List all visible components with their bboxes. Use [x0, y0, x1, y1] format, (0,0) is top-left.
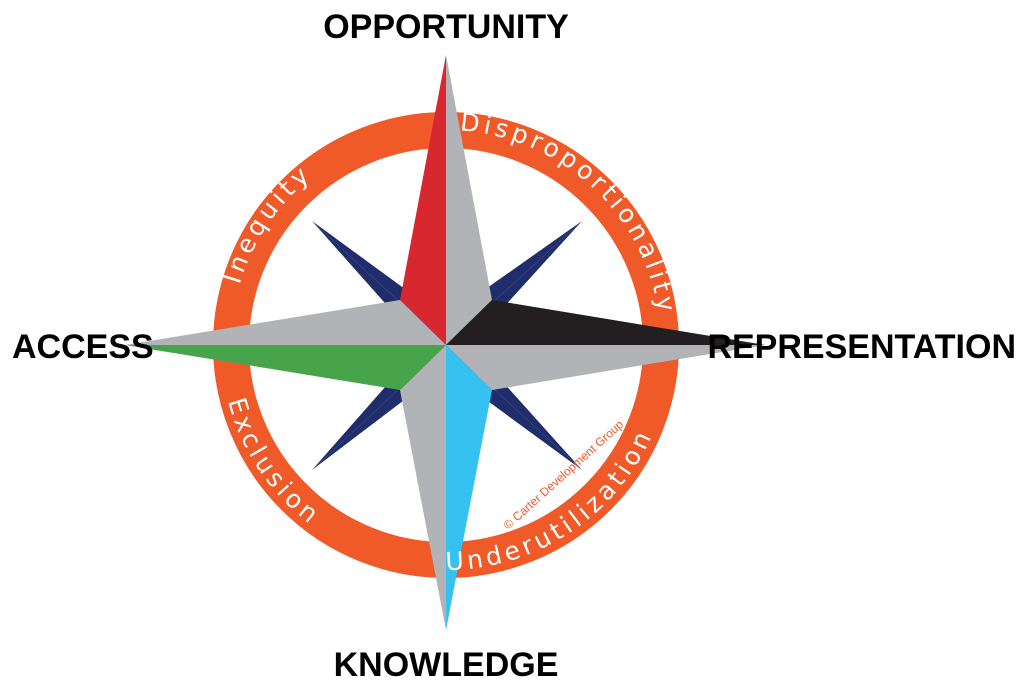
south-point-accent	[446, 345, 492, 630]
label-knowledge: KNOWLEDGE	[334, 646, 559, 684]
west-point-accent	[125, 345, 446, 390]
label-access: ACCESS	[12, 328, 154, 366]
label-opportunity: OPPORTUNITY	[323, 8, 569, 46]
label-representation: REPRESENTATION	[707, 328, 1016, 366]
main-points	[125, 55, 765, 630]
east-point-accent	[446, 300, 765, 345]
east-point-gray	[446, 345, 765, 390]
ring-label-exclusion: Exclusion	[222, 394, 327, 531]
north-point-gray	[446, 55, 492, 345]
south-point-gray	[400, 345, 446, 630]
north-point-accent	[400, 55, 446, 345]
west-point-gray	[125, 300, 446, 345]
ring-label-inequity: Inequity	[218, 158, 318, 287]
